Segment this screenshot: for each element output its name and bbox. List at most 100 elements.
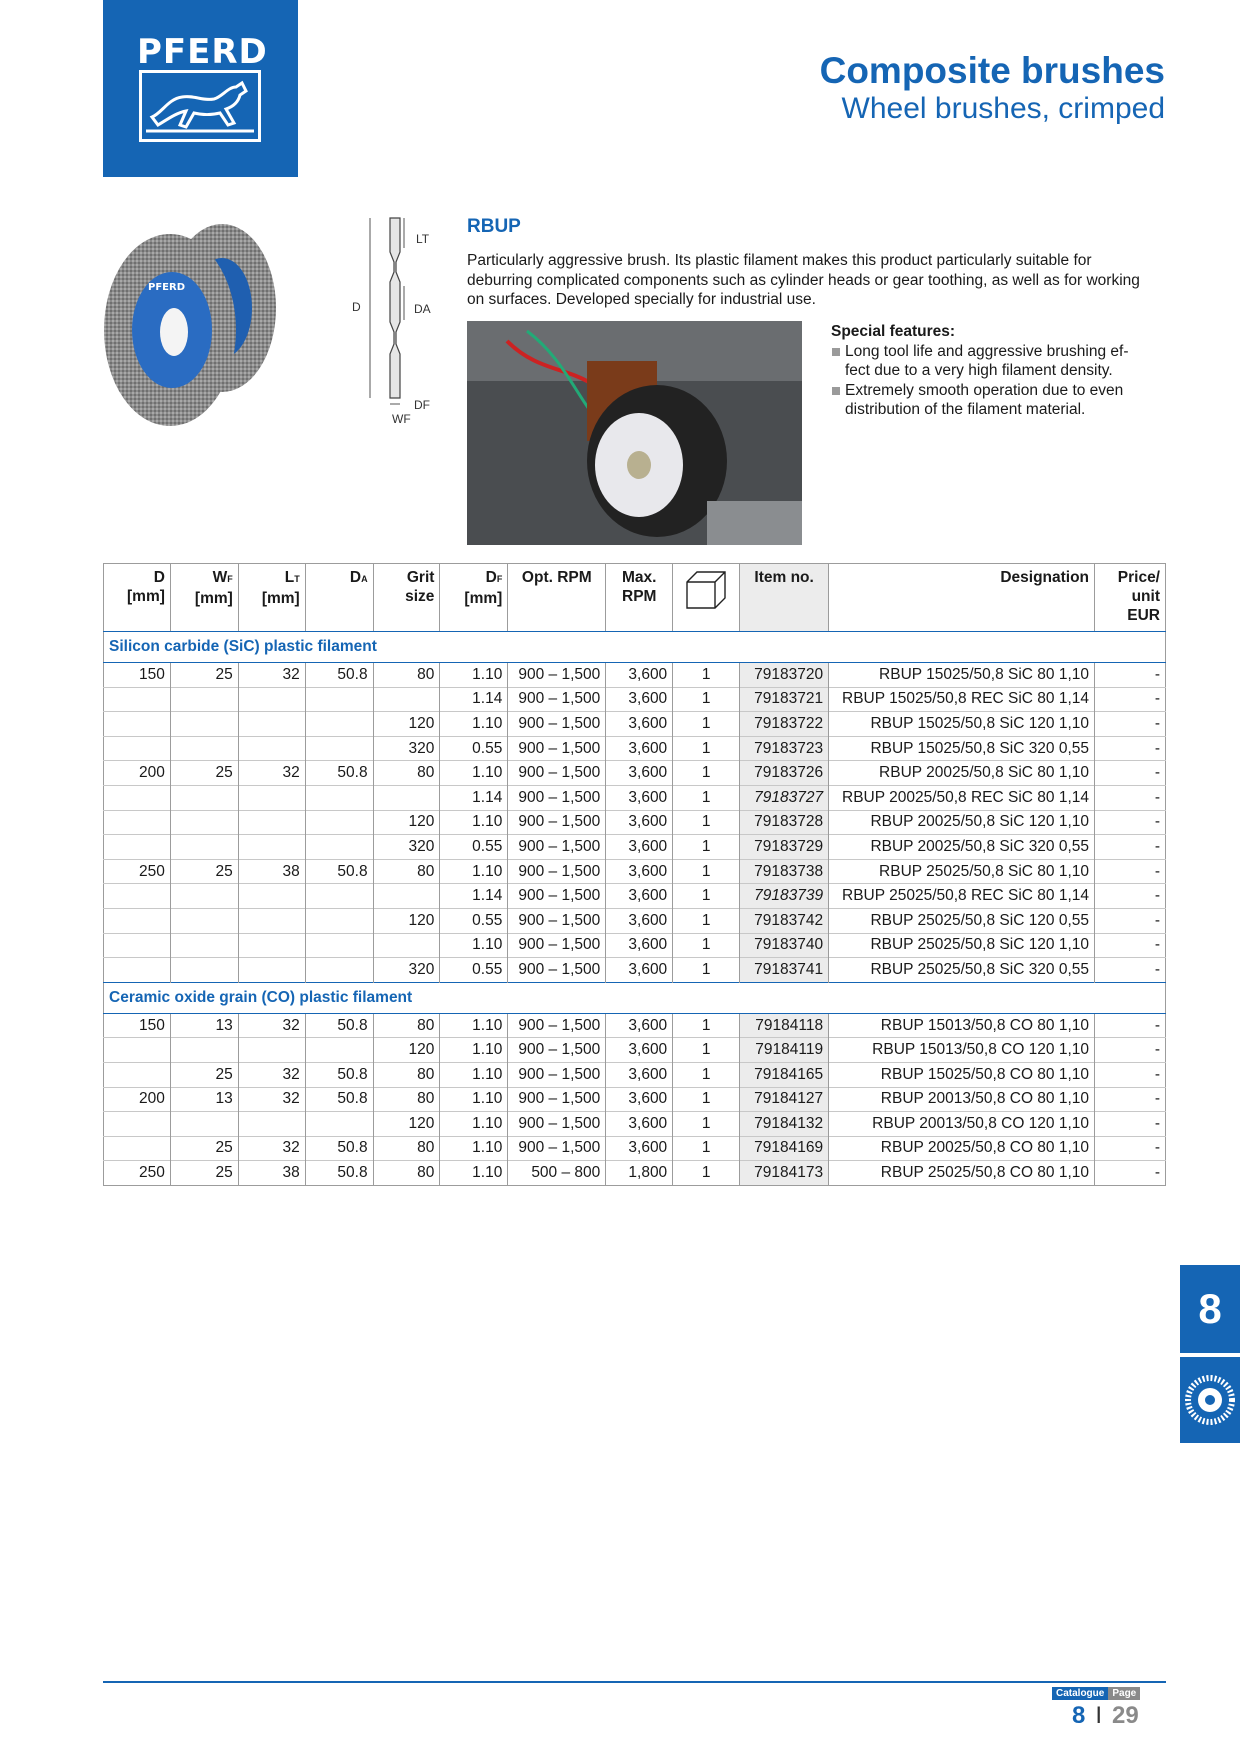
cell-pack: 1 (672, 686, 740, 712)
cell-grit: 120 (372, 907, 440, 934)
cell-max-rpm: 3,600 (605, 858, 673, 884)
cell-wf: 25 (169, 1160, 239, 1186)
cell-pack: 1 (672, 662, 740, 688)
cell-df: 1.10 (439, 1086, 508, 1112)
cell-max-rpm: 3,600 (605, 711, 673, 737)
col-designation: Designation (828, 563, 1095, 632)
cell-opt-rpm: 900 – 1,500 (507, 711, 606, 737)
cell-pack: 1 (672, 858, 740, 884)
cell-price: - (1094, 907, 1166, 934)
col-lt: LT[mm] (237, 563, 306, 632)
cell-max-rpm: 3,600 (605, 1135, 673, 1161)
cell-grit: 80 (372, 1012, 440, 1038)
cell-da (304, 711, 374, 737)
cell-wf: 25 (169, 858, 239, 884)
cell-da (304, 735, 374, 761)
cell-opt-rpm: 900 – 1,500 (507, 662, 606, 688)
cell-max-rpm: 3,600 (605, 907, 673, 934)
df-label: DF (414, 398, 430, 412)
cell-da (304, 883, 374, 909)
cell-da: 50.8 (304, 858, 374, 884)
special-features: Special features: Long tool life and agg… (831, 322, 1161, 420)
cell-wf (169, 784, 239, 811)
cell-df: 1.10 (439, 809, 508, 835)
cell-pack: 1 (672, 711, 740, 737)
cell-grit: 120 (372, 1037, 440, 1063)
logo-text: PFERD (137, 32, 268, 72)
cell-max-rpm: 3,600 (605, 760, 673, 786)
cell-pack: 1 (672, 1037, 740, 1063)
cell-grit: 120 (372, 809, 440, 835)
cell-grit: 80 (372, 1061, 440, 1087)
cell-max-rpm: 3,600 (605, 1061, 673, 1087)
cell-wf: 13 (169, 1012, 239, 1038)
cell-designation: RBUP 25025/50,8 SiC 320 0,55 (828, 957, 1095, 983)
col-wf: WF[mm] (169, 563, 239, 632)
section-title: Silicon carbide (SiC) plastic filament (103, 631, 1166, 663)
cell-pack: 1 (672, 957, 740, 983)
cell-df: 1.14 (439, 686, 508, 712)
cell-d: 250 (103, 1160, 171, 1186)
cell-price: - (1094, 883, 1166, 909)
cell-df: 1.10 (439, 1061, 508, 1087)
cell-lt (237, 957, 306, 983)
cell-item-no: 79183722 (739, 711, 829, 737)
cell-wf (169, 957, 239, 983)
cell-d (103, 883, 171, 909)
cell-price: - (1094, 1160, 1166, 1186)
cell-grit: 80 (372, 1135, 440, 1161)
cell-lt (237, 1037, 306, 1063)
col-max-rpm: Max.RPM (605, 563, 673, 632)
cell-grit: 320 (372, 735, 440, 761)
cell-item-no: 79183720 (739, 662, 829, 688)
cell-d: 150 (103, 662, 171, 688)
cell-price: - (1094, 686, 1166, 712)
section-header: Ceramic oxide grain (CO) plastic filamen… (103, 981, 1166, 1014)
cell-lt (237, 932, 306, 958)
cell-designation: RBUP 15025/50,8 SiC 320 0,55 (828, 735, 1095, 761)
page-num: 29 (1112, 1702, 1139, 1729)
cell-opt-rpm: 900 – 1,500 (507, 784, 606, 811)
cell-grit (372, 932, 440, 958)
cell-item-no: 79184169 (739, 1135, 829, 1161)
cell-d (103, 686, 171, 712)
page-label: Page (1108, 1687, 1141, 1700)
cell-max-rpm: 3,600 (605, 1086, 673, 1112)
cell-designation: RBUP 15013/50,8 CO 120 1,10 (828, 1037, 1095, 1063)
footer-divider (103, 1681, 1166, 1683)
cell-wf (169, 907, 239, 934)
cell-item-no: 79183721 (739, 686, 829, 712)
cell-opt-rpm: 900 – 1,500 (507, 858, 606, 884)
cell-lt (237, 907, 306, 934)
cell-max-rpm: 1,800 (605, 1160, 673, 1186)
dimension-diagram: LT D DA DF WF (352, 212, 436, 434)
cell-df: 1.10 (439, 662, 508, 688)
cell-d: 200 (103, 1086, 171, 1112)
cell-opt-rpm: 900 – 1,500 (507, 883, 606, 909)
cell-wf: 13 (169, 1086, 239, 1112)
cell-da (304, 1037, 374, 1063)
cell-price: - (1094, 1061, 1166, 1087)
cell-pack: 1 (672, 809, 740, 835)
page-subtitle: Wheel brushes, crimped (841, 92, 1165, 125)
application-photo (467, 321, 802, 545)
cell-lt: 32 (237, 760, 306, 786)
d-label: D (352, 300, 361, 314)
cell-lt (237, 1111, 306, 1137)
cell-max-rpm: 3,600 (605, 1037, 673, 1063)
cell-da: 50.8 (304, 1086, 374, 1112)
cell-grit: 120 (372, 711, 440, 737)
cell-price: - (1094, 1037, 1166, 1063)
catalogue-number: 8 (1072, 1702, 1086, 1729)
cell-d (103, 1111, 171, 1137)
cell-item-no: 79184118 (739, 1012, 829, 1038)
cell-pack: 1 (672, 932, 740, 958)
